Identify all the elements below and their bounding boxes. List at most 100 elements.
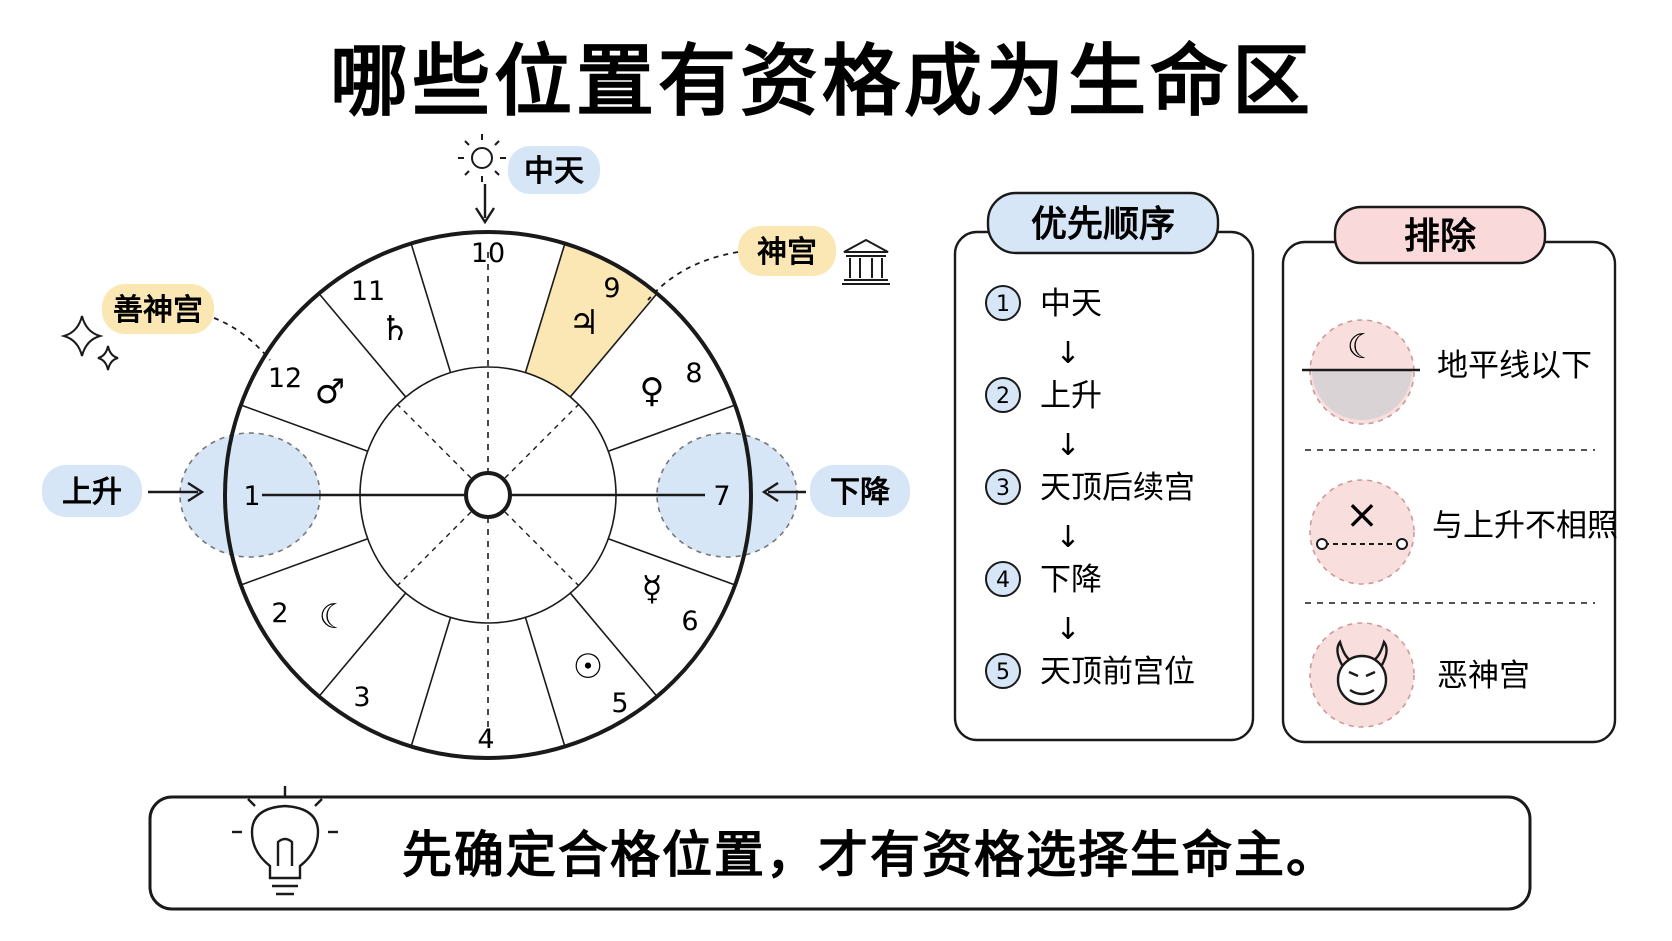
priority-list: 1 中天 ↓ 2 上升 ↓ 3 天顶后续宫 ↓ 4 下降 ↓ 5 天顶前宫位	[985, 285, 1195, 690]
venus-icon: ♀	[640, 371, 665, 411]
house-number-1: 1	[243, 481, 260, 512]
exclusion-heading: 排除	[1404, 216, 1477, 257]
priority-number: 5	[996, 660, 1010, 685]
down-arrow-icon: ↓	[1055, 612, 1080, 647]
midheaven-arrow-head	[474, 207, 496, 225]
house-cusp-line	[524, 243, 566, 373]
priority-number: 4	[996, 568, 1010, 593]
exclusion-panel: 排除 ☾ 地平线以下 × 与上升不相照	[1281, 205, 1618, 744]
midheaven-sun-icon	[458, 134, 506, 182]
horizon-shade	[1312, 370, 1412, 420]
house-division-lines	[240, 243, 736, 747]
priority-number: 1	[996, 292, 1010, 317]
priority-number-badge	[985, 653, 1021, 689]
lightbulb-icon	[232, 786, 338, 896]
moon-icon: ☾	[1347, 327, 1377, 367]
god-house-label: 神宫	[757, 235, 817, 270]
inner-diagonal	[504, 511, 580, 587]
descendant-highlight	[656, 432, 798, 558]
page-title: 哪些位置有资格成为生命区	[330, 37, 1314, 127]
inner-diagonal	[396, 403, 472, 479]
descendant-label: 下降	[830, 475, 891, 510]
mercury-icon: ☿	[642, 569, 663, 609]
house-number-12: 12	[268, 363, 302, 394]
priority-item-label: 上升	[1040, 378, 1102, 414]
priority-item-label: 天顶前宫位	[1040, 654, 1195, 690]
good-spirit-pointer	[213, 317, 271, 361]
house-cusp-line	[240, 538, 368, 586]
inner-diagonal-lines	[396, 403, 580, 587]
footer-box	[148, 795, 1532, 911]
ascendant-label: 上升	[62, 475, 122, 510]
priority-item-label: 天顶后续宫	[1040, 470, 1195, 506]
down-arrow-icon: ↓	[1055, 520, 1080, 555]
priority-item-label: 下降	[1040, 562, 1102, 598]
house-cusp-line	[608, 404, 736, 452]
sparkle-icon	[60, 315, 119, 371]
down-arrow-icon: ↓	[1055, 336, 1080, 371]
good-spirit-label: 善神宫	[113, 293, 203, 328]
horoscope-chart: 1 2 3 4 5 6 7 8 9 10 11 12 ♄ ♃ ♂ ♀ ☾ ☿ ☉	[42, 134, 910, 760]
exclusion-label-1: 地平线以下	[1437, 348, 1592, 384]
house-cusp-line	[569, 592, 658, 697]
down-arrow-icon: ↓	[1055, 428, 1080, 463]
midheaven-pill	[508, 146, 600, 194]
midheaven-label: 中天	[524, 154, 584, 189]
footer-text: 先确定合格位置，才有资格选择生命主。	[402, 826, 1338, 884]
aversion-end-left	[1316, 538, 1328, 550]
priority-heading: 优先顺序	[1031, 204, 1175, 245]
inner-diagonal	[396, 511, 472, 587]
ascendant-arrow-head	[187, 481, 205, 503]
house-cusp-line	[240, 404, 368, 452]
descendant-arrow-head	[761, 481, 779, 503]
god-house-pill	[738, 226, 836, 276]
house-9-highlight	[525, 245, 656, 397]
house-number-5: 5	[611, 688, 628, 719]
house-number-10: 10	[471, 238, 505, 269]
god-house-pointer	[647, 251, 739, 301]
chart-center	[464, 471, 512, 519]
house-cusp-line	[318, 592, 407, 697]
good-spirit-pill	[102, 284, 214, 334]
exclusion-label-3: 恶神宫	[1437, 658, 1530, 694]
house-number-9: 9	[603, 273, 620, 304]
inner-diagonal	[504, 403, 580, 479]
exclusion-item: × 与上升不相照	[1309, 479, 1618, 585]
house-cusp-line	[524, 617, 566, 747]
jupiter-icon: ♃	[569, 303, 599, 343]
saturn-icon: ♄	[380, 309, 410, 349]
devil-face-drawing	[1336, 639, 1388, 706]
sun-icon: ☉	[573, 647, 603, 687]
outer-ring	[223, 230, 753, 760]
priority-number-badge	[985, 377, 1021, 413]
cross-aversion-icon	[1309, 479, 1415, 585]
house-cusp-line	[410, 243, 452, 373]
house-cusp-line	[410, 617, 452, 747]
priority-number-badge	[985, 561, 1021, 597]
house-number-11: 11	[351, 276, 385, 307]
exclusion-item: 恶神宫	[1309, 622, 1530, 728]
ascendant-pill	[42, 465, 142, 517]
mars-icon: ♂	[315, 372, 345, 412]
exclusion-heading-pill	[1333, 205, 1547, 265]
cross-icon: ×	[1345, 492, 1379, 538]
house-number-2: 2	[271, 598, 288, 629]
priority-item-label: 中天	[1040, 286, 1102, 322]
priority-number: 2	[996, 384, 1010, 409]
exclusion-item: ☾ 地平线以下	[1302, 319, 1592, 425]
house-number-8: 8	[685, 358, 702, 389]
priority-number-badge	[985, 469, 1021, 505]
aversion-end-right	[1396, 538, 1408, 550]
house-number-3: 3	[353, 682, 370, 713]
moon-icon: ☾	[319, 597, 349, 637]
footer-callout: 先确定合格位置，才有资格选择生命主。	[148, 786, 1532, 911]
house-cusp-line	[569, 293, 658, 398]
house-cusp-line	[608, 538, 736, 586]
house-number-6: 6	[681, 606, 698, 637]
temple-icon	[842, 238, 890, 285]
priority-heading-pill	[986, 191, 1220, 255]
exclusion-label-2: 与上升不相照	[1432, 508, 1618, 544]
house-number-7: 7	[713, 481, 730, 512]
priority-number: 3	[996, 476, 1010, 501]
